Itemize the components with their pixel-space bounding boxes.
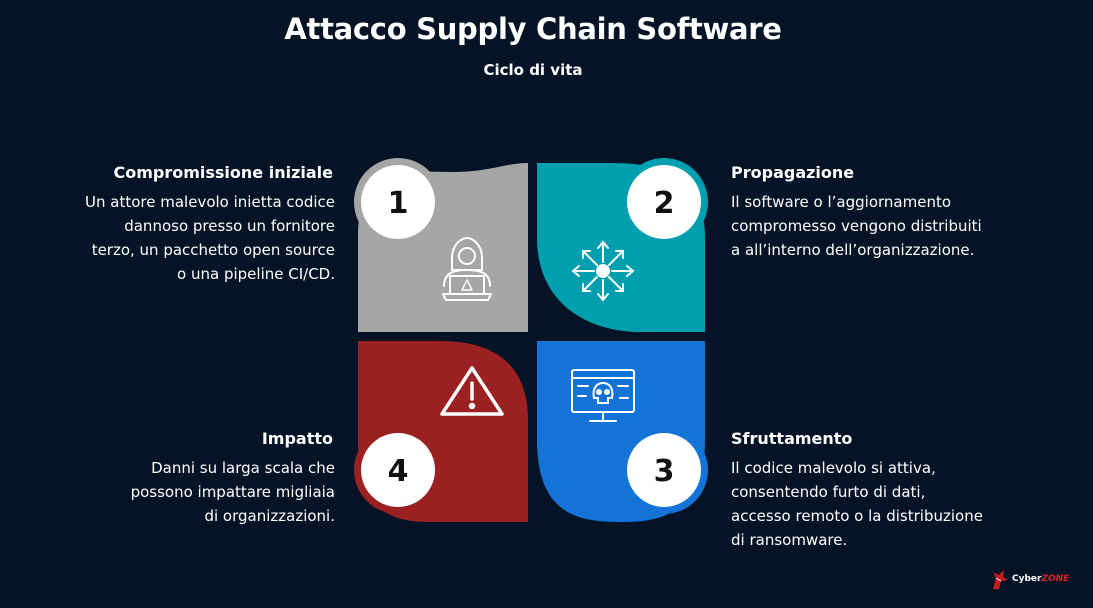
hacker-laptop-icon bbox=[442, 237, 492, 301]
step-4-description: Danni su larga scala che possono impatta… bbox=[130, 459, 335, 525]
step-3-description: Il codice malevolo si attiva, consentend… bbox=[731, 459, 983, 549]
step-badge-2: 2 bbox=[620, 158, 708, 246]
page-title: Attacco Supply Chain Software bbox=[284, 12, 782, 46]
logo-prefix: Cyber bbox=[1012, 574, 1042, 584]
step-1-title: Compromissione iniziale bbox=[113, 163, 333, 182]
brand-logo: CyberZONE bbox=[990, 566, 1070, 592]
step-number-3: 3 bbox=[654, 454, 675, 489]
step-badge-1: 1 bbox=[354, 158, 442, 246]
step-number-4: 4 bbox=[388, 454, 409, 489]
step-2-description: Il software o l’aggiornamento compromess… bbox=[731, 193, 982, 259]
warning-triangle-icon bbox=[440, 366, 504, 416]
step-4-title: Impatto bbox=[261, 429, 333, 448]
skull-monitor-icon bbox=[571, 369, 635, 422]
step-badge-4: 4 bbox=[354, 426, 442, 514]
page-subtitle: Ciclo di vita bbox=[483, 61, 583, 79]
step-2-title: Propagazione bbox=[731, 163, 855, 182]
logo-text: CyberZONE bbox=[1012, 574, 1069, 584]
spread-arrows-icon bbox=[571, 240, 635, 302]
step-3-title: Sfruttamento bbox=[731, 429, 853, 448]
logo-suffix: ZONE bbox=[1041, 574, 1070, 584]
step-badge-3: 3 bbox=[620, 426, 708, 514]
dragon-logo-icon bbox=[993, 570, 1008, 589]
step-number-1: 1 bbox=[388, 186, 409, 221]
step-number-2: 2 bbox=[654, 186, 675, 221]
step-1-description: Un attore malevolo inietta codice dannos… bbox=[85, 193, 335, 283]
